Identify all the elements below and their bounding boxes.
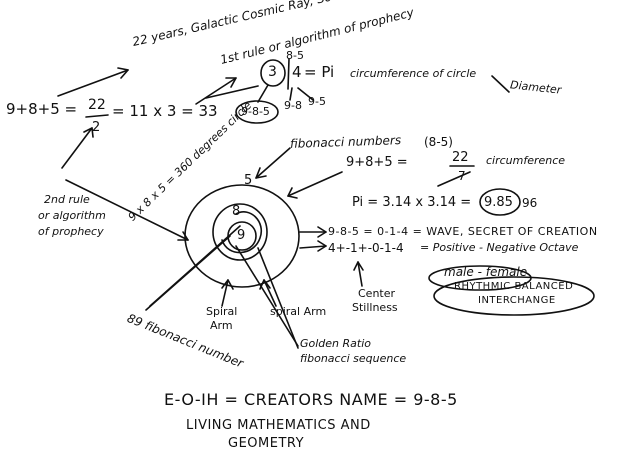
equals-pi: = Pi: [304, 63, 335, 81]
pi-tail: 96: [522, 196, 538, 210]
line-89-b: [149, 225, 241, 307]
spiral-label-five: 5: [244, 173, 253, 188]
fibonacci-pair: (8-5): [424, 135, 453, 149]
golden-ratio-2: fibonacci sequence: [300, 352, 407, 365]
wave-line: 9-8-5 = 0-1-4 = WAVE, SECRET OF CREATION: [328, 225, 598, 238]
eq-left-sum: 9+8+5 =: [6, 100, 78, 118]
living-line2: GEOMETRY: [228, 436, 305, 451]
arrow-rule2-down: [65, 179, 189, 241]
spiral-center-nine: 9: [237, 228, 246, 243]
center-label: Center: [358, 287, 396, 300]
circled-three: 3: [268, 64, 277, 80]
sub-95: 9-5: [308, 95, 326, 108]
eq-fraction-den: 2: [92, 120, 101, 135]
pi-bar-four: 4: [292, 63, 302, 81]
fibonacci-numbers: fibonacci numbers: [289, 133, 402, 151]
circ-sum: 9+8+5 =: [346, 155, 408, 170]
arrow-center: [357, 261, 363, 287]
eq-fraction-num: 22: [88, 97, 106, 113]
spiral-outer: [184, 184, 300, 288]
pi-fraction-label: 8-5: [286, 49, 304, 62]
pi-line: Pi = 3.14 x 3.14 =: [352, 195, 472, 210]
arrow-to-cycles: [57, 69, 129, 97]
arrow-fib: [255, 147, 291, 179]
spiral-arm-left-1: Spiral: [206, 305, 238, 318]
circled-985: 9-8-5: [241, 105, 270, 118]
eq-right: = 11 x 3 = 33: [112, 102, 218, 120]
rule2-line3: of prophecy: [38, 225, 104, 238]
arrow-to-rule1: [195, 77, 237, 105]
line-golden-a: [235, 245, 299, 347]
spiral-arm-right: spiral Arm: [270, 305, 327, 318]
fraction-bar-22-2: [85, 114, 109, 118]
rule2-line2: or algorithm: [38, 209, 106, 222]
spiral-arm-left-2: Arm: [210, 319, 233, 332]
sub-98: 9-8: [284, 99, 302, 112]
arrow-rule2-up: [61, 127, 93, 169]
arrow-circumference: [287, 171, 343, 197]
spiral-middle: [212, 203, 268, 261]
golden-ratio-1: Golden Ratio: [300, 337, 372, 350]
spiral-label-eight: 8: [232, 204, 241, 219]
rhythmic-1: RHYTHMIC BALANCED: [454, 281, 574, 292]
circle-985-pi: [479, 188, 521, 216]
octave-left: 4+-1+-0-1-4: [328, 241, 404, 255]
pi-definition: circumference of circle: [350, 67, 477, 80]
arrow-spiral-arm-right: [263, 279, 277, 307]
rhythmic-2: INTERCHANGE: [478, 295, 556, 306]
arrow-to-octave: [299, 245, 327, 249]
octave-right: = Positive - Negative Octave: [420, 241, 579, 254]
oval-rhythmic: [433, 276, 595, 316]
living-line1: LIVING MATHEMATICS AND: [186, 418, 371, 433]
circ-den: 7: [458, 169, 466, 183]
circ-label: circumference: [486, 154, 566, 167]
pi-circled: 9.85: [484, 195, 513, 210]
creators-name: E-O-IH = CREATORS NAME = 9-8-5: [164, 390, 458, 409]
oval-985: [235, 100, 279, 124]
line-golden-b: [257, 247, 299, 349]
spiral-curve: [221, 211, 263, 254]
male-female: male - female: [444, 265, 528, 279]
arrow-spiral-arm-left: [221, 279, 229, 307]
circ-num: 22: [452, 150, 469, 165]
circle-three: [260, 59, 286, 87]
rule2-line1: 2nd rule: [44, 193, 90, 206]
stillness-label: Stillness: [352, 301, 398, 314]
